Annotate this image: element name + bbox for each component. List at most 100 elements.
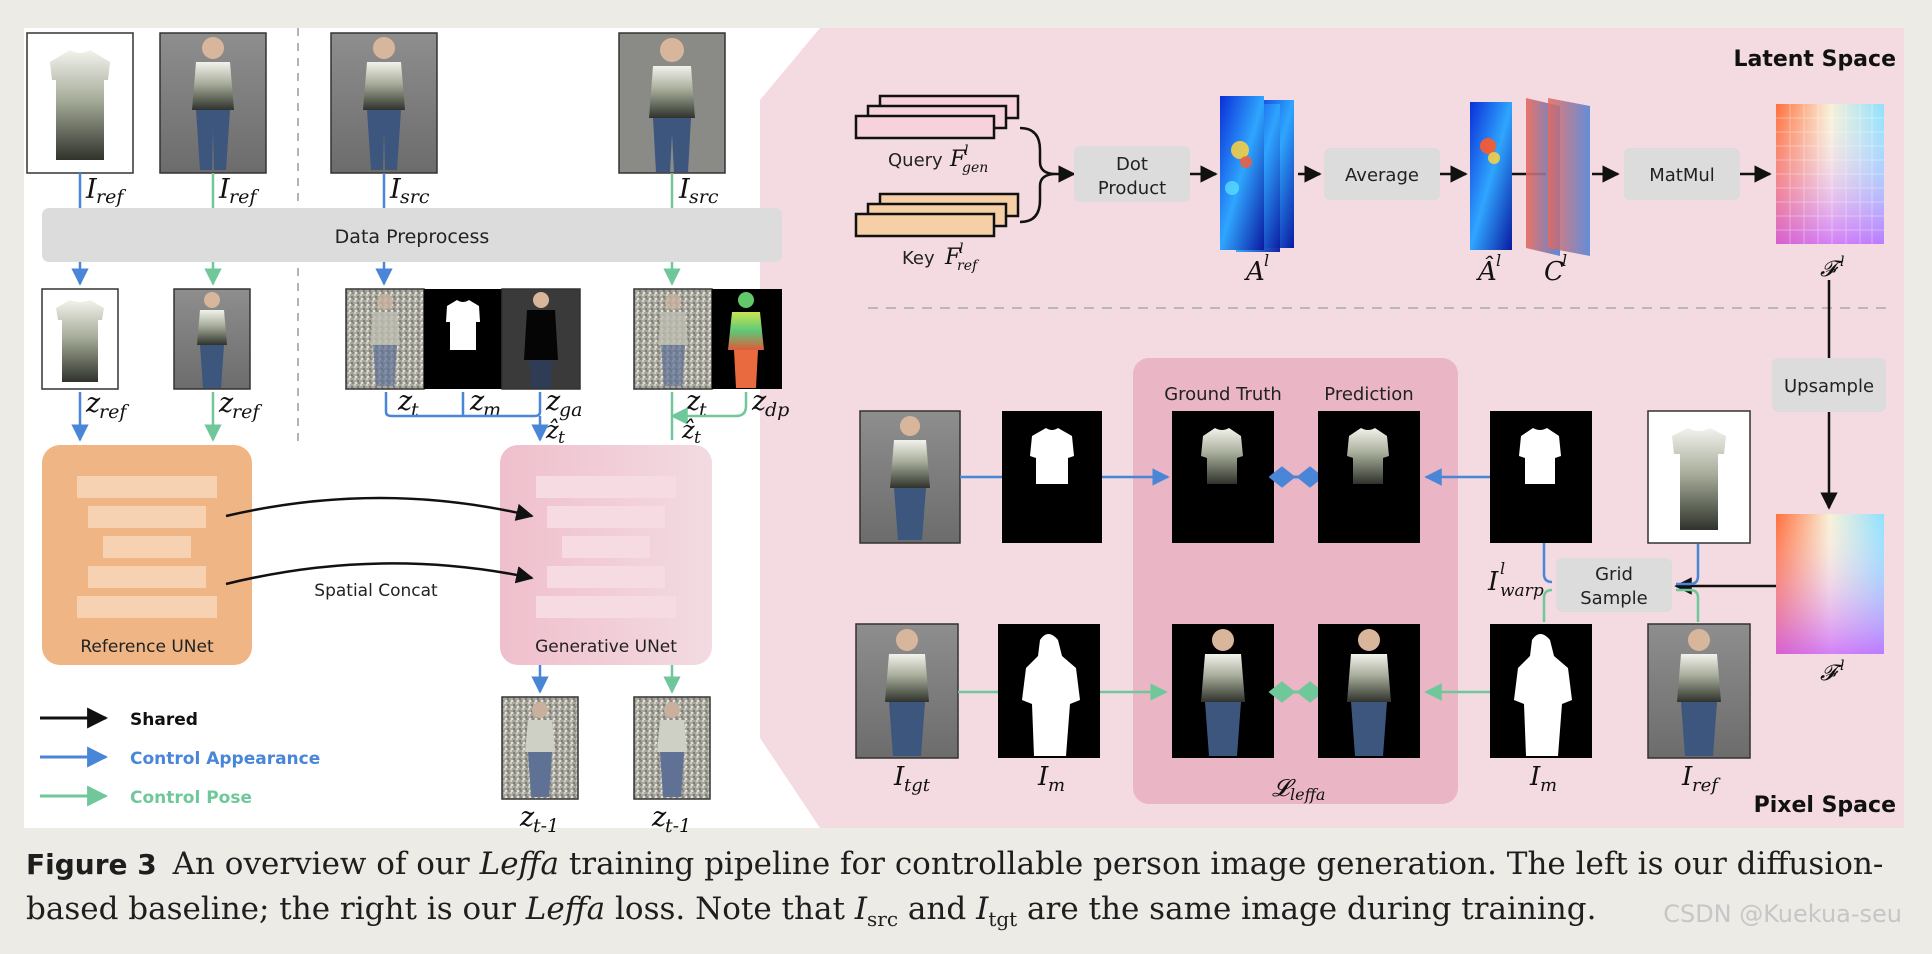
average-box: [1324, 148, 1440, 200]
dot-product-box: [1074, 146, 1190, 202]
svg-text:I: I: [85, 174, 98, 205]
output-image-appearance: [501, 696, 579, 800]
svg-text:l: l: [1840, 658, 1844, 674]
svg-text:I: I: [893, 762, 905, 792]
label-i-m-left: I m: [1037, 762, 1065, 796]
grid-sample-box: [1556, 558, 1672, 612]
label-z-t: z t: [397, 386, 419, 421]
svg-text:l: l: [1264, 251, 1269, 270]
svg-text:t-1: t-1: [533, 815, 559, 837]
svg-text:ref: ref: [1692, 775, 1721, 796]
svg-text:z: z: [397, 386, 413, 417]
reference-person-right: [1647, 623, 1751, 759]
svg-text:l: l: [1496, 251, 1501, 270]
svg-text:t: t: [558, 428, 565, 448]
svg-text:z: z: [218, 388, 234, 419]
svg-text:m: m: [1540, 775, 1557, 796]
noisy-latent-image: [345, 288, 425, 390]
garment-image-top: [26, 32, 134, 174]
svg-text:src: src: [689, 186, 719, 208]
noisy-latent-image-pose: [633, 288, 713, 390]
query-feature-stack: [854, 94, 1020, 140]
svg-text:l: l: [1562, 251, 1567, 270]
dot-product-label-1: Dot: [1116, 154, 1148, 175]
svg-text:ref: ref: [96, 186, 126, 208]
data-preprocess-label: Data Preprocess: [335, 226, 490, 248]
output-image-pose: [633, 696, 711, 800]
label-z-dp: z dp: [751, 386, 789, 421]
garment-image-mid: [41, 288, 119, 390]
arrow-concat-appearance: [384, 392, 540, 440]
svg-text:ẑ: ẑ: [545, 416, 559, 444]
dot-product-label-2: Product: [1098, 178, 1166, 199]
svg-text:z: z: [85, 388, 101, 419]
svg-text:F: F: [949, 147, 966, 172]
svg-text:ref: ref: [229, 186, 259, 208]
svg-text:leffa: leffa: [1290, 785, 1325, 804]
svg-text:ref: ref: [957, 258, 980, 274]
svg-text:ref: ref: [232, 401, 262, 423]
label-i-ref-2: I ref: [218, 174, 259, 208]
svg-text:I: I: [1037, 762, 1049, 792]
attention-map-stack: [1220, 96, 1294, 252]
generative-unet-label: Generative UNet: [535, 637, 677, 657]
label-z-hat-t-pose: ẑ t: [681, 416, 701, 448]
line-garment-to-grid: [1676, 544, 1700, 586]
shared-arrow-2: [225, 562, 534, 586]
ground-truth-garment: [1172, 411, 1274, 543]
watermark: CSDN @Kuekua-seu: [1663, 900, 1902, 928]
label-query: Query F l gen: [888, 143, 988, 176]
label-i-m-right: I m: [1529, 762, 1557, 796]
svg-text:t-1: t-1: [665, 815, 691, 837]
label-z-hat-t: ẑ t: [545, 416, 565, 448]
predicted-garment: [1318, 411, 1420, 543]
person-src-image-top: [330, 32, 438, 174]
label-z-ref-1: z ref: [85, 388, 129, 423]
grid-sample-label-1: Grid: [1595, 564, 1633, 585]
latent-space-title: Latent Space: [1733, 47, 1896, 72]
label-z-t-1-b: z t-1: [651, 802, 691, 837]
matmul-label: MatMul: [1649, 165, 1715, 186]
svg-text:ẑ: ẑ: [681, 416, 695, 444]
target-person-image-top: [859, 410, 961, 544]
svg-text:Query: Query: [888, 150, 943, 171]
reference-garment-right: [1647, 410, 1751, 544]
flow-field-high-res: [1776, 514, 1884, 654]
label-a-hat-l: Â l: [1476, 251, 1501, 287]
svg-text:m: m: [1048, 775, 1065, 796]
svg-text:tgt: tgt: [904, 775, 931, 796]
label-z-ga: z ga: [545, 386, 583, 421]
label-c-l: C l: [1544, 251, 1567, 287]
svg-text:t: t: [411, 399, 419, 421]
figure-diagram: Latent Space Pixel Space I ref I ref I s…: [24, 28, 1904, 837]
warped-garment-mask: [1490, 411, 1592, 543]
svg-text:warp: warp: [1500, 581, 1544, 601]
person-mask-bottom: [998, 624, 1100, 758]
svg-text:ga: ga: [559, 399, 583, 421]
figure-number: Figure 3: [26, 848, 157, 881]
ground-truth-person: [1172, 624, 1274, 758]
svg-text:I: I: [389, 174, 402, 205]
person-src-image-top-pose: [618, 32, 726, 174]
person-ref-image-top: [159, 32, 267, 174]
svg-text:z: z: [751, 386, 767, 417]
label-i-src-2: I src: [678, 174, 719, 208]
legend-control-appearance: Control Appearance: [130, 749, 320, 769]
reference-unet-label: Reference UNet: [80, 637, 214, 657]
svg-text:z: z: [469, 386, 485, 417]
label-i-ref-right: I ref: [1681, 762, 1721, 796]
svg-text:A: A: [1244, 257, 1265, 287]
svg-text:z: z: [651, 802, 667, 833]
svg-text:gen: gen: [962, 160, 988, 176]
line-grid-to-warp-blue: [1542, 543, 1553, 584]
svg-text:ref: ref: [99, 401, 129, 423]
legend-shared: Shared: [130, 710, 198, 730]
legend: Shared Control Appearance Control Pose: [40, 707, 320, 808]
flow-field-low-res: [1776, 104, 1884, 244]
person-ref-image-mid: [173, 288, 251, 390]
shared-arrow-1: [225, 496, 534, 521]
legend-control-pose: Control Pose: [130, 788, 252, 808]
svg-text:F: F: [944, 245, 961, 270]
svg-text:C: C: [1544, 257, 1564, 287]
svg-text:z: z: [545, 386, 561, 417]
